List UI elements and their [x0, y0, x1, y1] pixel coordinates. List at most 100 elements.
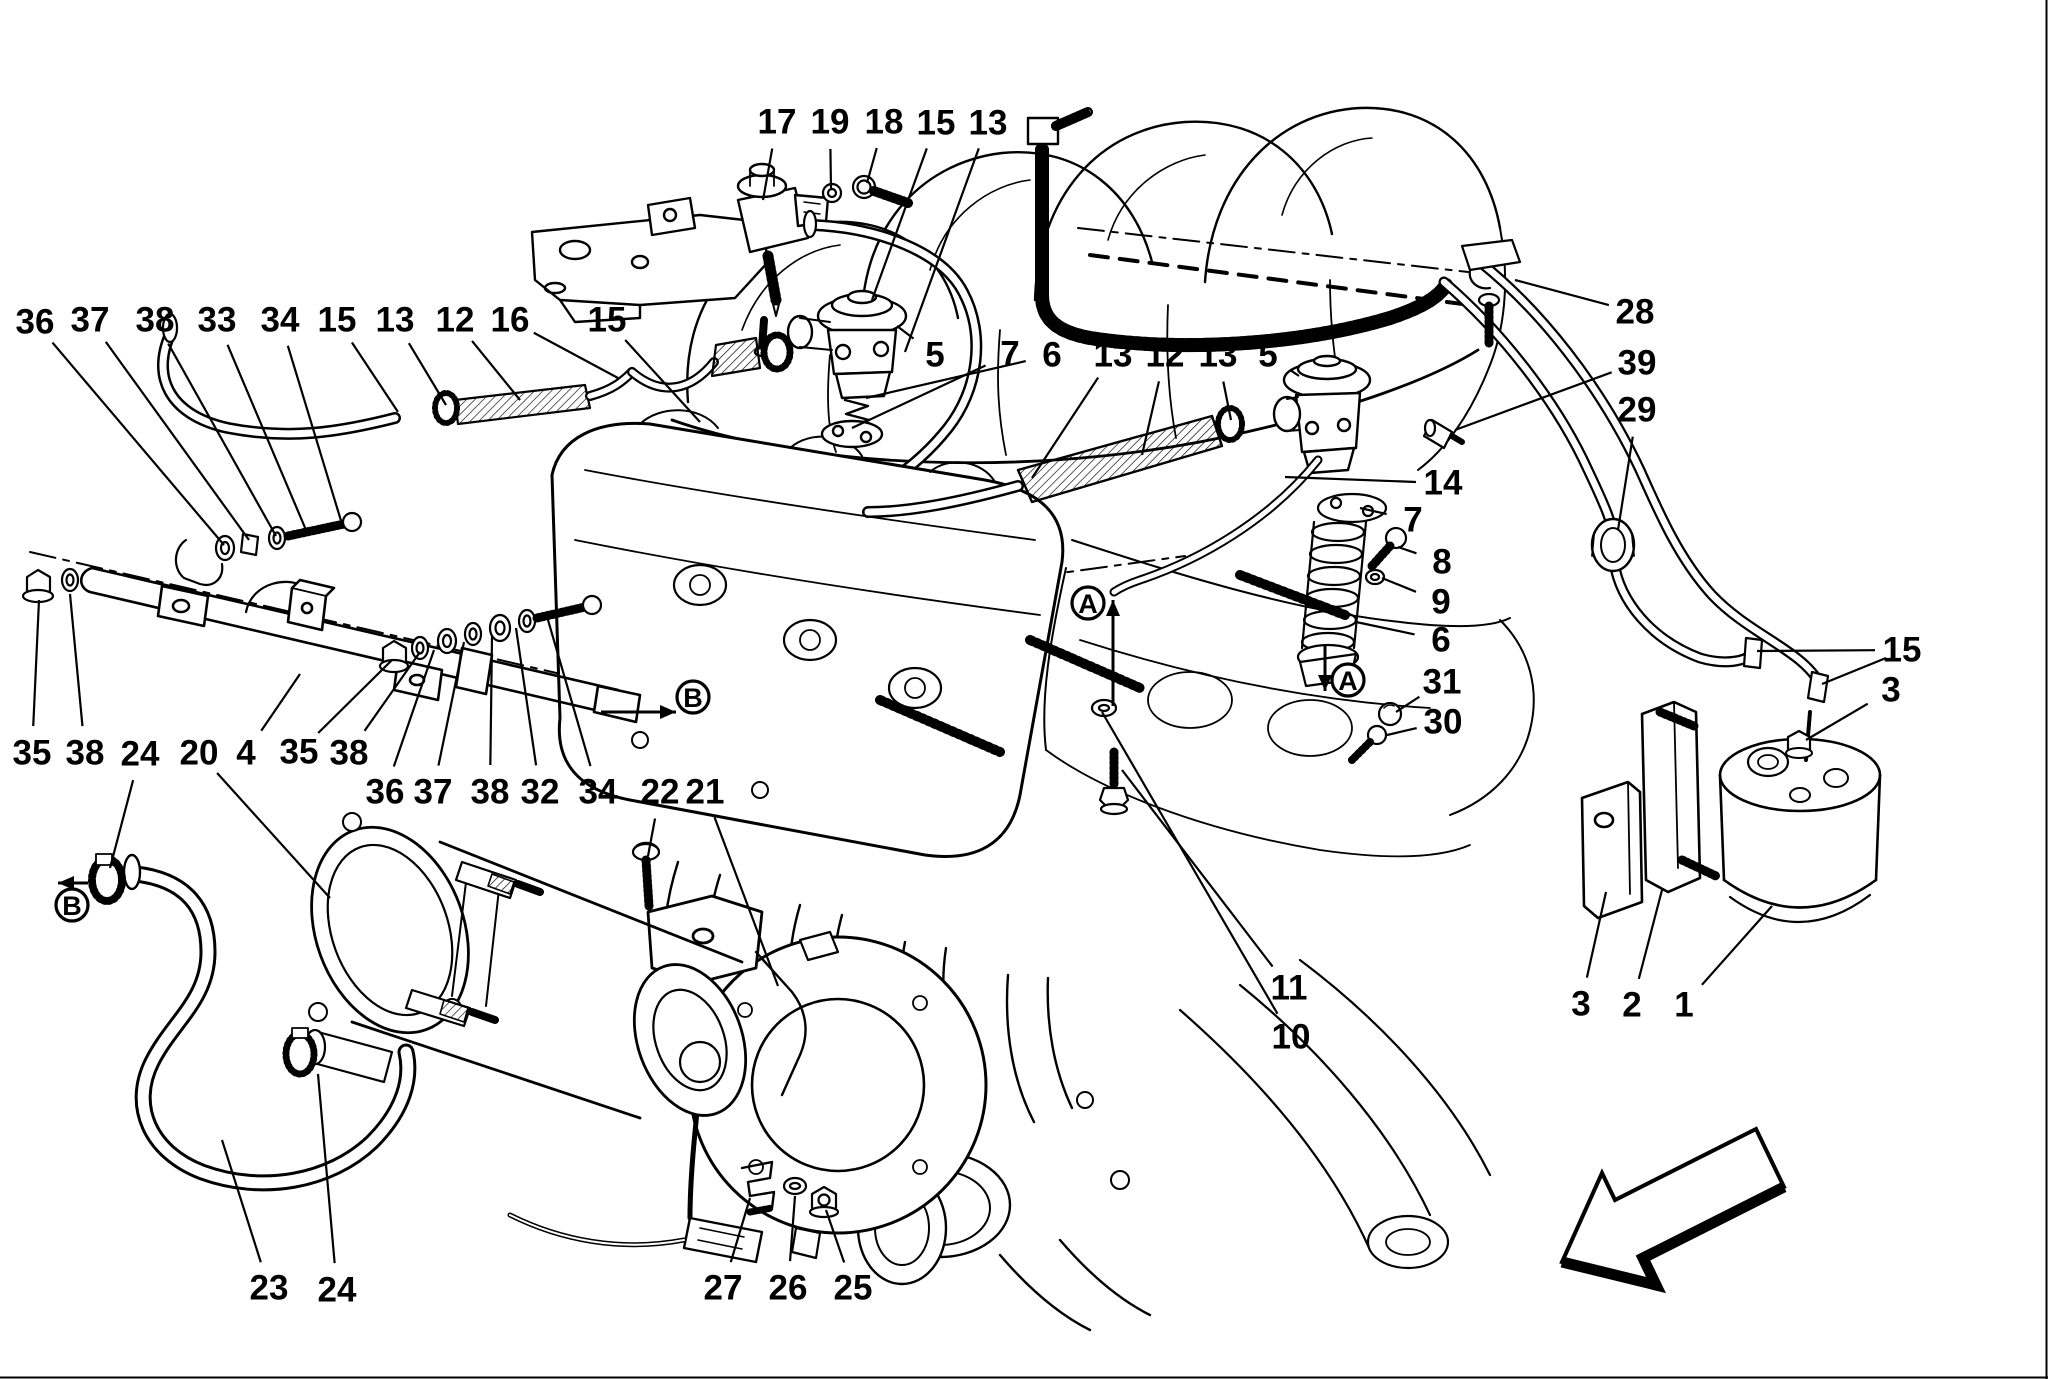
grommet-29: [1590, 517, 1636, 573]
leader-line-16: [533, 331, 619, 379]
callout-27: 27: [704, 1269, 743, 1308]
callout-38: 38: [66, 734, 105, 773]
air-valve-left: [786, 289, 908, 449]
flow-arrowhead-B3: [58, 876, 74, 890]
leader-line-26: [788, 1195, 797, 1262]
leader-line-23: [220, 1139, 262, 1263]
flow-letter-A0: A: [1078, 589, 1098, 619]
leader-lines: [32, 147, 1887, 1264]
callout-35: 35: [13, 734, 52, 773]
callout-23: 23: [250, 1269, 289, 1308]
leader-line-38: [489, 635, 494, 766]
callout-16: 16: [491, 301, 530, 340]
leader-line-13: [1222, 381, 1233, 421]
callout-7: 7: [1403, 501, 1422, 540]
leader-line-36: [51, 341, 225, 546]
callout-36: 36: [366, 773, 405, 812]
cam-cover: [550, 409, 1065, 858]
clip-27: [740, 1160, 776, 1216]
intake-manifold: [670, 106, 1507, 471]
leader-line-20: [216, 772, 331, 899]
callout-37: 37: [71, 301, 110, 340]
leader-line-11: [1121, 769, 1274, 968]
flow-letter-B3: B: [62, 891, 82, 921]
leader-line-34: [546, 619, 592, 767]
callout-8: 8: [1432, 543, 1451, 582]
solenoid-bracket: [530, 196, 770, 324]
callout-39: 39: [1618, 344, 1657, 383]
hose-14: [1109, 455, 1323, 597]
leader-line-28: [1514, 278, 1610, 307]
leader-line-24: [108, 779, 135, 869]
flow-circle-A0: [1070, 585, 1106, 621]
ball-31-bolt-30: [1348, 701, 1403, 764]
callout-32: 32: [521, 773, 560, 812]
callout-34: 34: [579, 773, 618, 812]
callout-29: 29: [1618, 391, 1657, 430]
callout-24: 24: [318, 1271, 357, 1310]
leader-line-37: [437, 641, 466, 766]
leader-line-31: [1395, 695, 1420, 713]
callout-38: 38: [471, 773, 510, 812]
callout-24: 24: [121, 735, 160, 774]
callout-22: 22: [641, 773, 680, 812]
callout-15: 15: [318, 301, 357, 340]
leader-line-2: [1637, 889, 1664, 980]
leader-line-35: [32, 599, 41, 727]
leader-line-15: [624, 339, 701, 423]
leader-line-18: [865, 147, 878, 184]
leader-line-39: [1454, 371, 1613, 432]
callout-18: 18: [865, 103, 904, 142]
leader-line-21: [713, 816, 780, 987]
vacuum-tank: [1580, 700, 1882, 924]
callout-13: 13: [1094, 336, 1133, 375]
extra-leader-0: [1821, 656, 1887, 686]
callout-38: 38: [330, 734, 369, 773]
callout-3: 3: [1881, 671, 1900, 710]
callout-26: 26: [769, 1269, 808, 1308]
callout-30: 30: [1424, 703, 1463, 742]
ribbed-harness-hose: [1026, 107, 1453, 353]
leader-line-10: [1101, 711, 1279, 1015]
callout-13: 13: [969, 104, 1008, 143]
leader-line-14: [1284, 475, 1417, 484]
leader-line-3: [1805, 702, 1869, 741]
rail-hardware-set1: [21, 511, 363, 604]
callout-25: 25: [834, 1269, 873, 1308]
fitting-39: [1422, 418, 1465, 450]
callout-14: 14: [1424, 464, 1463, 503]
callout-13: 13: [1199, 336, 1238, 375]
leader-line-25: [824, 1209, 846, 1263]
callout-15: 15: [1883, 631, 1922, 670]
head-studs: [875, 570, 1350, 757]
callout-11: 11: [1271, 969, 1308, 1008]
callout-1: 1: [1674, 986, 1693, 1025]
leader-line-15: [870, 148, 928, 301]
flow-letter-B2: B: [683, 683, 703, 713]
cover-cable: [507, 1079, 764, 1264]
air-valve-right: [1272, 354, 1372, 475]
callout-19: 19: [811, 103, 850, 142]
cylinder-head-right: [1043, 539, 1535, 858]
clamp-28: [1460, 238, 1522, 350]
leader-line-9: [1381, 576, 1417, 593]
leader-line-37: [104, 341, 250, 541]
callout-35: 35: [280, 733, 319, 772]
callout-6: 6: [1042, 336, 1061, 375]
bolt-18: [851, 174, 913, 208]
leader-line-8: [1397, 545, 1417, 555]
direction-arrow: [1559, 1126, 1787, 1294]
flow-arrowhead-A1: [1318, 675, 1332, 691]
flow-letter-A1: A: [1338, 666, 1358, 696]
callout-20: 20: [180, 734, 219, 773]
leader-line-3: [1585, 891, 1608, 978]
leader-line-34: [286, 345, 344, 525]
callout-38: 38: [136, 301, 175, 340]
leader-line-19: [829, 148, 833, 189]
leader-line-35: [317, 659, 393, 734]
callout-12: 12: [1146, 336, 1185, 375]
callout-33: 33: [198, 301, 237, 340]
leader-line-12: [471, 340, 521, 401]
